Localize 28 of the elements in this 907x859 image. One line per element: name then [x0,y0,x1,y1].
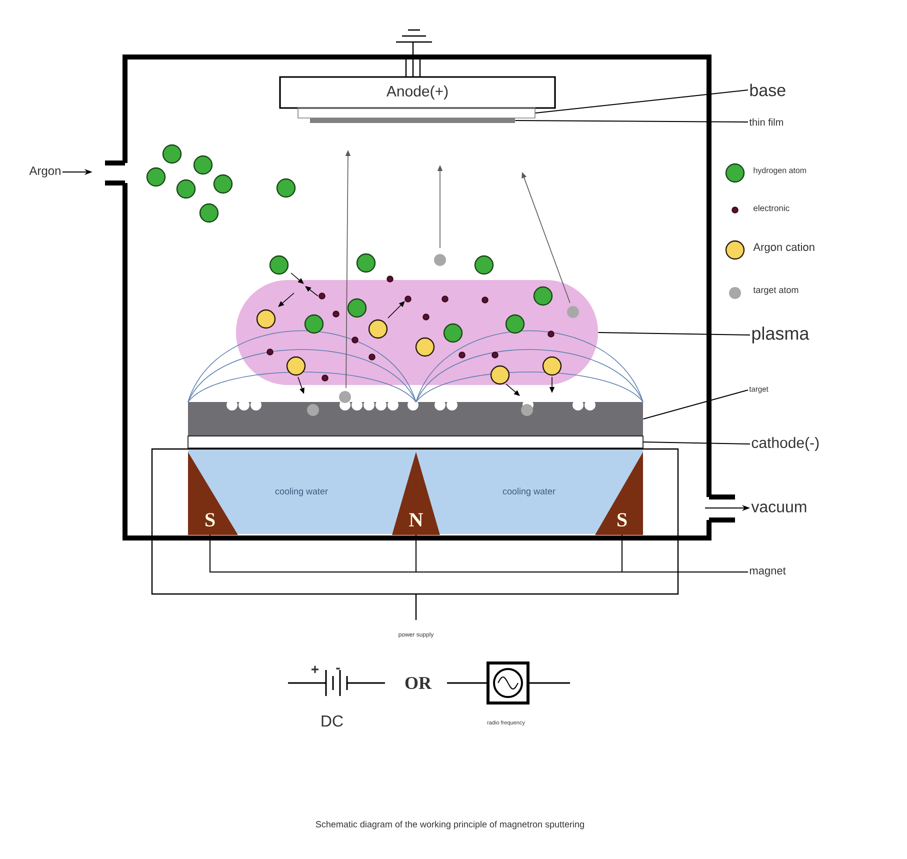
leader-line [514,120,748,122]
callout-label: cathode(-) [752,437,819,451]
leader-line [642,442,750,444]
polarity-sign: + [312,666,319,674]
cathode-plate [188,436,644,448]
leader-line [622,534,748,572]
leader-line [642,390,748,420]
callout-label: thin film [749,118,783,126]
callout-label: Argon [29,166,60,178]
legend-label: electronic [754,204,790,212]
label-text: DC [322,715,343,727]
legend-label: hydrogen atom [754,167,806,175]
callout-label: plasma [752,326,810,344]
callout-label: vacuum [751,504,806,512]
legend-label: target atom [753,287,798,295]
leader-line [534,90,748,114]
base-plate [298,108,536,118]
legend-label: Argon cation [753,242,814,254]
target-plate [188,400,643,436]
caption: Schematic diagram of the working principle of magnetron sputtering [316,820,584,830]
polarity-sign: - [336,668,340,670]
callout-label: magnet [750,567,786,577]
thin-film [310,118,515,123]
callout-label: base [750,84,786,96]
magnet-pole: N [392,452,440,535]
anode-box: Anode(+) [279,76,556,109]
leader-line [598,332,750,336]
label-text: OR [405,676,432,690]
